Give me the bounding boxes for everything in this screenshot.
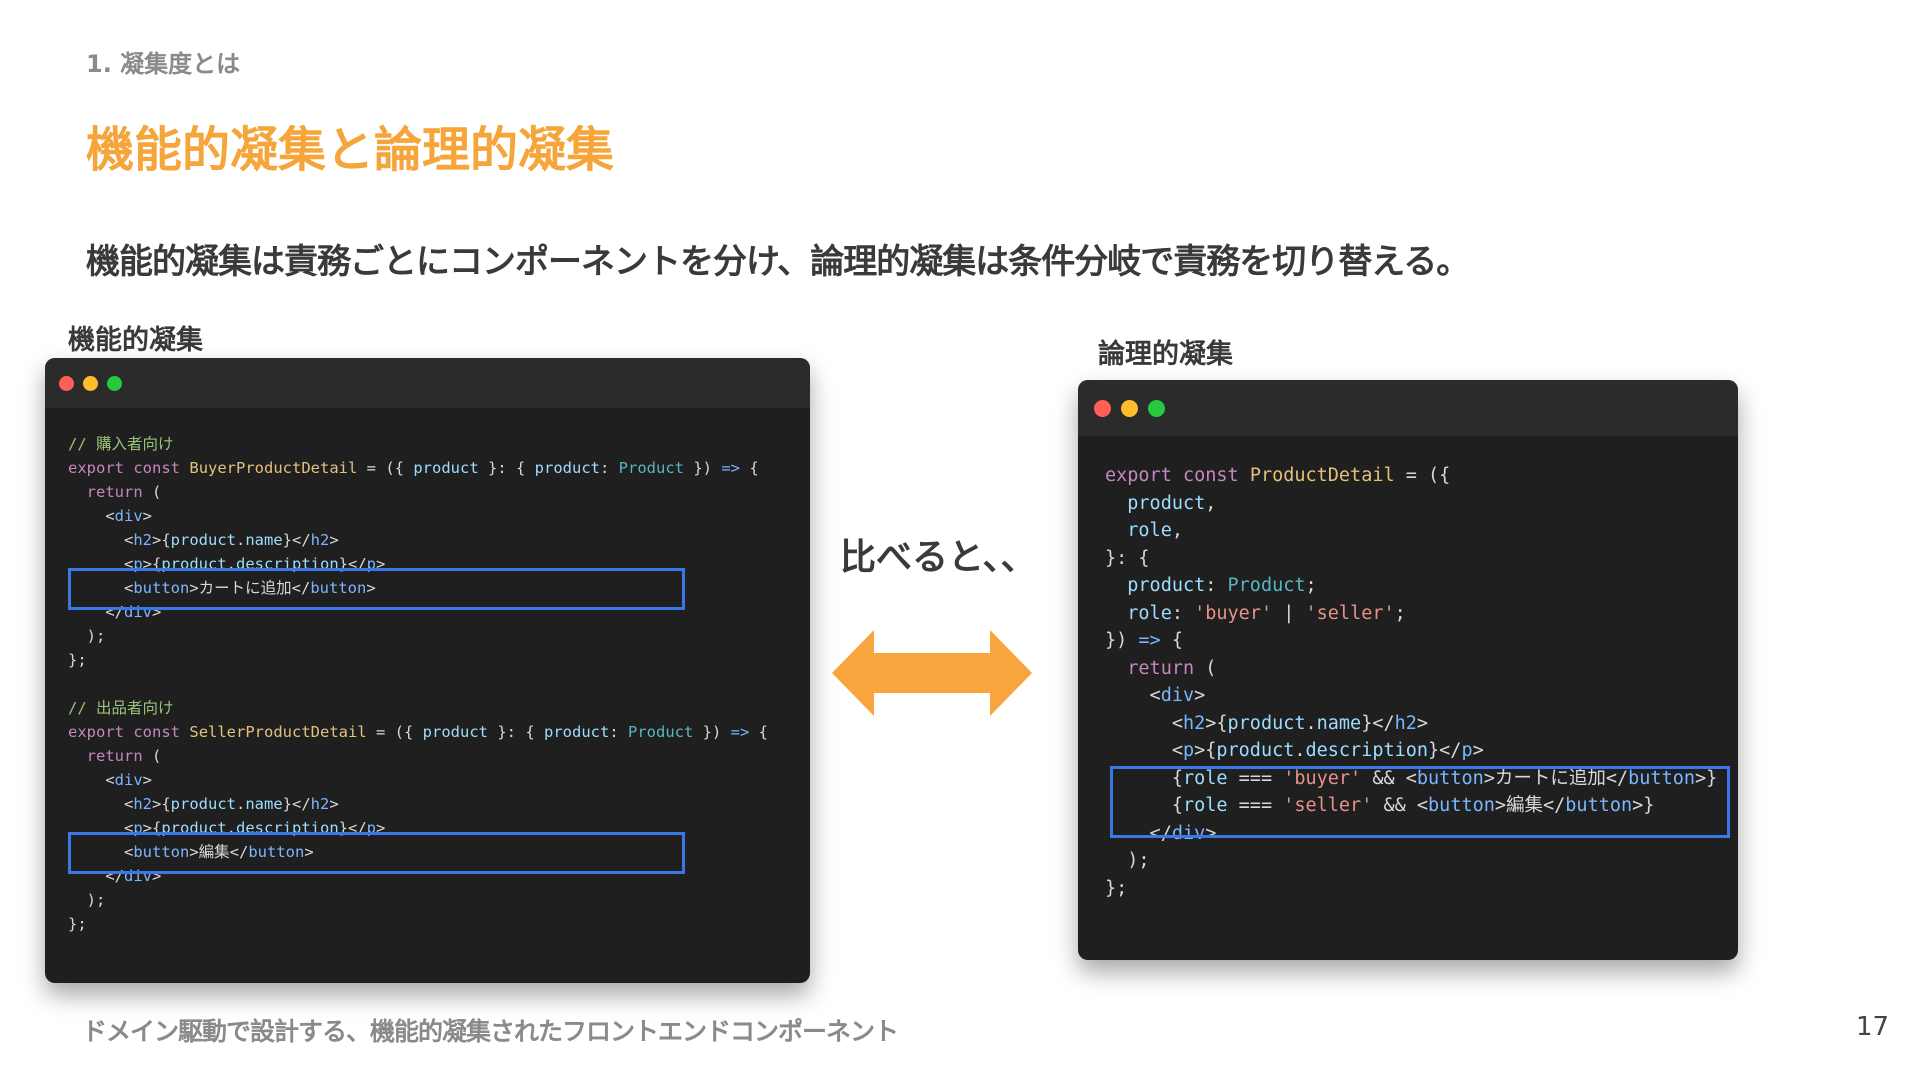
lead-text: 機能的凝集は責務ごとにコンポーネントを分け、論理的凝集は条件分岐で責務を切り替え… [86,242,1470,282]
code-line: product: Product; [1127,575,1317,596]
highlight-box-buyer-button [68,568,685,610]
compare-text: 比べると、、 [840,537,1037,578]
right-pane-label: 論理的凝集 [1098,339,1233,370]
code-line: ); [68,627,106,645]
window-titlebar [45,358,810,408]
code-line: role: 'buyer' | 'seller'; [1127,602,1406,624]
double-arrow-icon [832,630,1032,716]
code-line: </div> [1105,822,1217,844]
code-line: }; [68,915,87,933]
code-line: <h2>{product.name}</h2> [68,795,339,813]
code-line: // 購入者向け [68,435,174,453]
code-line: {role === 'buyer' && <button>カートに追加</but… [1105,767,1718,789]
code-line: <div> [68,771,153,789]
code-line: <button>カートに追加</button> [68,579,376,597]
code-block-functional: // 購入者向け export const BuyerProductDetail… [68,432,768,936]
code-line: }; [1105,877,1128,899]
minimize-dot-icon [1121,400,1138,417]
code-line: return ( [86,483,162,501]
footer-text: ドメイン駆動で設計する、機能的凝集されたフロントエンドコンポーネント [82,1017,899,1046]
code-line: return ( [86,747,162,765]
code-line: export const SellerProductDetail = ({ pr… [68,723,768,741]
code-line: ); [1105,850,1150,871]
section-label: 1. 凝集度とは [86,50,241,78]
code-line: return ( [1127,657,1217,679]
highlight-box-seller-button [68,832,685,874]
close-dot-icon [1094,400,1111,417]
code-line: <div> [1105,685,1206,706]
page-title: 機能的凝集と論理的凝集 [86,122,615,178]
code-window-logical: export const ProductDetail = ({ product,… [1078,380,1738,960]
code-line: ); [68,891,106,909]
code-line: }) => { [1105,630,1183,651]
maximize-dot-icon [1148,400,1165,417]
minimize-dot-icon [83,376,98,391]
code-line: <h2>{product.name}</h2> [68,531,339,549]
code-line: export const BuyerProductDetail = ({ pro… [68,459,759,477]
page-number: 17 [1856,1012,1890,1042]
close-dot-icon [59,376,74,391]
code-line: <div> [68,507,153,525]
code-line: <p>{product.description}</p> [1105,740,1484,761]
code-line: // 出品者向け [68,699,174,717]
code-window-functional: // 購入者向け export const BuyerProductDetail… [45,358,810,983]
code-line: product, [1127,492,1217,514]
code-line: <h2>{product.name}</h2> [1105,712,1429,734]
code-line: }; [68,651,87,669]
code-line: export const ProductDetail = ({ [1105,465,1451,486]
maximize-dot-icon [107,376,122,391]
left-pane-label: 機能的凝集 [68,325,203,356]
highlight-box-role-branches [1110,766,1730,838]
code-block-logical: export const ProductDetail = ({ product,… [1105,462,1717,902]
window-titlebar [1078,380,1738,436]
code-line: {role === 'seller' && <button>編集</button… [1105,795,1655,816]
code-line: }: { [1105,547,1150,569]
code-line: role, [1127,520,1183,541]
code-line: <button>編集</button> [68,843,314,861]
